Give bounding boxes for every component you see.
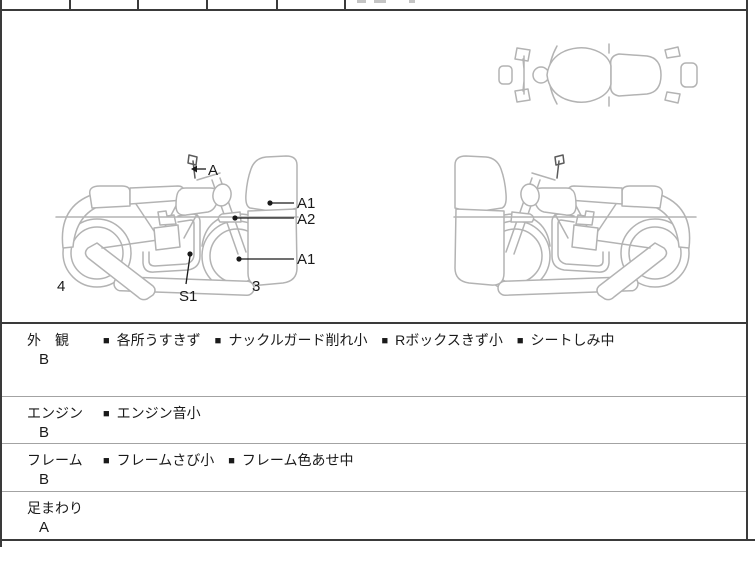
note-text: エンジン音小 <box>116 405 201 421</box>
motorcycle-top-view <box>498 43 698 107</box>
note-item: ■ Rボックスきず小 <box>381 332 502 348</box>
note-text: 各所うすきず <box>116 332 201 348</box>
note-text: フレームさび小 <box>116 452 215 468</box>
label-rbox-upper: A1 <box>297 195 315 212</box>
note-bullet-icon: ■ <box>516 335 524 347</box>
note-text: Rボックスきず小 <box>395 332 503 348</box>
note-text: ナックルガード削れ小 <box>228 332 368 348</box>
note-item: ■ フレームさび小 <box>103 452 214 468</box>
inspection-row-engine: エンジン B ■ エンジン音小 <box>2 397 746 444</box>
cutoff-header-row <box>0 0 748 11</box>
note-item: ■ 各所うすきず <box>103 332 201 348</box>
note-bullet-icon: ■ <box>214 335 222 347</box>
motorcycle-side-right <box>453 154 697 301</box>
sheet-border-bottom <box>0 539 755 541</box>
note-item: ■ シートしみ中 <box>517 332 615 348</box>
cutoff-text-remnant <box>357 0 366 3</box>
label-front-fender: A2 <box>297 211 315 228</box>
header-cell-divider <box>276 0 278 9</box>
category-label: 足まわり <box>27 500 83 516</box>
rear-zone-number: 4 <box>57 278 65 295</box>
label-front-wheel: A1 <box>297 251 315 268</box>
label-engine-guard: S1 <box>179 288 197 305</box>
note-bullet-icon: ■ <box>103 335 110 347</box>
front-zone-number: 3 <box>252 278 260 295</box>
header-cell-divider <box>344 0 346 9</box>
notes-list: ■ エンジン音小 <box>103 403 215 423</box>
label-mirror: A <box>208 162 218 179</box>
sheet-border-left <box>0 0 2 547</box>
motorcycle-side-left <box>55 154 299 301</box>
grade-value: B <box>39 471 50 488</box>
header-cell-divider <box>137 0 139 9</box>
inspection-row-frame: フレーム B ■ フレームさび小 ■ フレーム色あせ中 <box>2 444 746 492</box>
header-cell-divider <box>69 0 71 9</box>
note-bullet-icon: ■ <box>228 455 235 467</box>
note-item: ■ エンジン音小 <box>103 405 201 421</box>
note-bullet-icon: ■ <box>103 455 110 467</box>
grade-value: A <box>39 519 50 536</box>
header-cell-divider <box>206 0 208 9</box>
inspection-row-exterior: 外 観 B ■ 各所うすきず ■ ナックルガード削れ小 ■ Rボックスきず小 ■ シートしみ中 <box>2 324 746 397</box>
damage-annotations: A A1 A2 A1 S1 4 3 <box>57 162 315 305</box>
inspection-row-undercarriage: 足まわり A <box>2 492 746 540</box>
cutoff-text-remnant <box>409 0 415 3</box>
grade-value: B <box>39 424 50 441</box>
note-bullet-icon: ■ <box>103 408 110 420</box>
category-label: エンジン <box>27 405 83 421</box>
category-label: フレーム <box>27 452 83 468</box>
category-label: 外 観 <box>27 332 69 348</box>
note-bullet-icon: ■ <box>381 335 389 347</box>
cutoff-text-remnant <box>374 0 386 3</box>
sheet-border-right <box>746 0 748 541</box>
grade-value: B <box>39 351 50 368</box>
note-item: ■ ナックルガード削れ小 <box>215 332 368 348</box>
note-text: シートしみ中 <box>530 332 615 348</box>
notes-list: ■ 各所うすきず ■ ナックルガード削れ小 ■ Rボックスきず小 ■ シートしみ中 <box>103 330 629 350</box>
note-item: ■ フレーム色あせ中 <box>228 452 353 468</box>
note-text: フレーム色あせ中 <box>241 452 354 468</box>
diagram-canvas: A A1 A2 A1 S1 4 3 <box>55 43 698 305</box>
notes-list: ■ フレームさび小 ■ フレーム色あせ中 <box>103 450 368 470</box>
condition-table: 外 観 B ■ 各所うすきず ■ ナックルガード削れ小 ■ Rボックスきず小 ■ シートしみ中… <box>2 322 746 540</box>
